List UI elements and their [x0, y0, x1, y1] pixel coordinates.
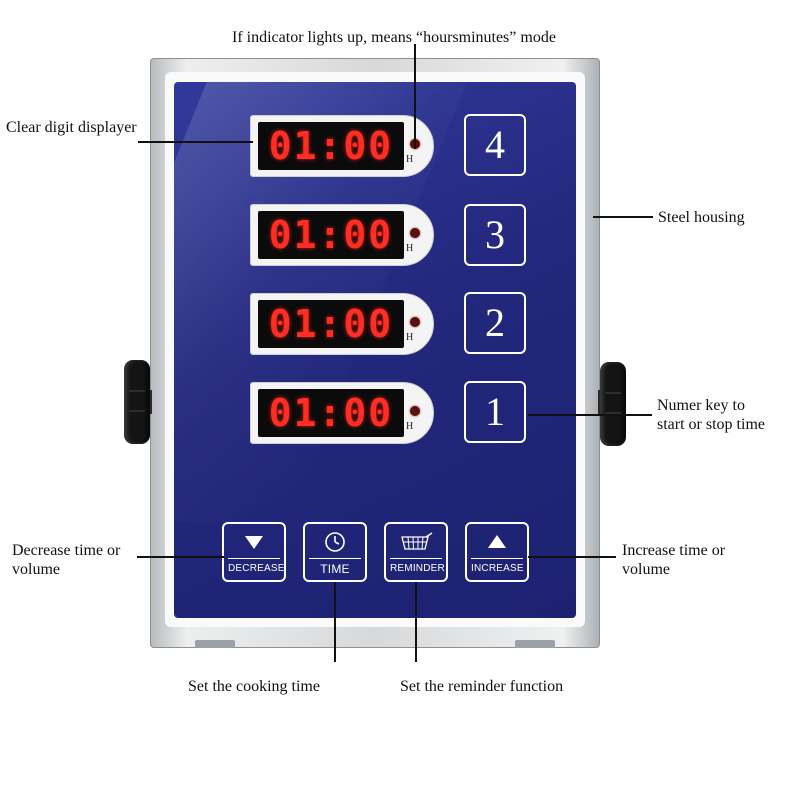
increase-button[interactable]: INCREASE [465, 522, 529, 582]
number-key-3[interactable]: 3 [464, 204, 526, 266]
leader-line-increase [528, 556, 616, 558]
hours-indicator-label: H [406, 421, 414, 432]
hours-indicator-label: H [406, 332, 414, 343]
hours-indicator-led [410, 406, 420, 416]
leader-line-housing [593, 216, 653, 218]
triangle-up-icon [467, 530, 527, 554]
triangle-down-icon [224, 530, 284, 554]
digit-displayer: 01:00 [258, 300, 404, 348]
decrease-button[interactable]: DECREASE [222, 522, 286, 582]
callout-decrease-line2: volume [12, 561, 60, 578]
mounting-knob-left[interactable] [124, 360, 150, 444]
decrease-label: DECREASE [228, 558, 284, 579]
callout-housing: Steel housing [658, 209, 745, 226]
callout-increase-line2: volume [622, 561, 670, 578]
leader-line-decrease [137, 556, 224, 558]
callout-decrease-line1: Decrease time or [12, 542, 121, 559]
reminder-button[interactable]: REMINDER [384, 522, 448, 582]
leader-line-displayer [138, 141, 253, 143]
callout-time: Set the cooking time [188, 678, 320, 695]
digit-displayer: 01:00 [258, 122, 404, 170]
timer-display-3: 01:00 H [250, 204, 434, 266]
timer-display-1: 01:00 H [250, 382, 434, 444]
reminder-label: REMINDER [390, 558, 445, 579]
digit-displayer: 01:00 [258, 389, 404, 437]
timer-display-2: 01:00 H [250, 293, 434, 355]
callout-indicator: If indicator lights up, means “hoursminu… [232, 29, 556, 46]
hours-indicator-label: H [406, 154, 414, 165]
callout-numkey-line2: start or stop time [657, 416, 765, 433]
callout-reminder: Set the reminder function [400, 678, 564, 695]
digit-displayer: 01:00 [258, 211, 404, 259]
hours-indicator-label: H [406, 243, 414, 254]
callout-increase: Increase time or volume [622, 541, 725, 579]
hours-indicator-led [410, 317, 420, 327]
callout-displayer: Clear digit displayer [6, 119, 137, 136]
timer-display-4: 01:00 H [250, 115, 434, 177]
number-key-1[interactable]: 1 [464, 381, 526, 443]
housing-foot-right [515, 640, 555, 648]
clock-icon [305, 530, 365, 554]
increase-label: INCREASE [471, 558, 524, 579]
leader-line-time [334, 582, 336, 662]
time-label: TIME [309, 558, 361, 579]
callout-decrease: Decrease time or volume [12, 541, 120, 579]
callout-numkey: Numer key to start or stop time [657, 396, 765, 434]
basket-icon [386, 530, 446, 554]
mounting-knob-right[interactable] [600, 362, 626, 446]
leader-line-numkey [528, 414, 652, 416]
callout-numkey-line1: Numer key to [657, 397, 745, 414]
callout-increase-line1: Increase time or [622, 542, 726, 559]
leader-line-indicator [414, 44, 416, 149]
number-key-4[interactable]: 4 [464, 114, 526, 176]
leader-line-reminder [415, 582, 417, 662]
time-button[interactable]: TIME [303, 522, 367, 582]
housing-foot-left [195, 640, 235, 648]
number-key-2[interactable]: 2 [464, 292, 526, 354]
hours-indicator-led [410, 228, 420, 238]
